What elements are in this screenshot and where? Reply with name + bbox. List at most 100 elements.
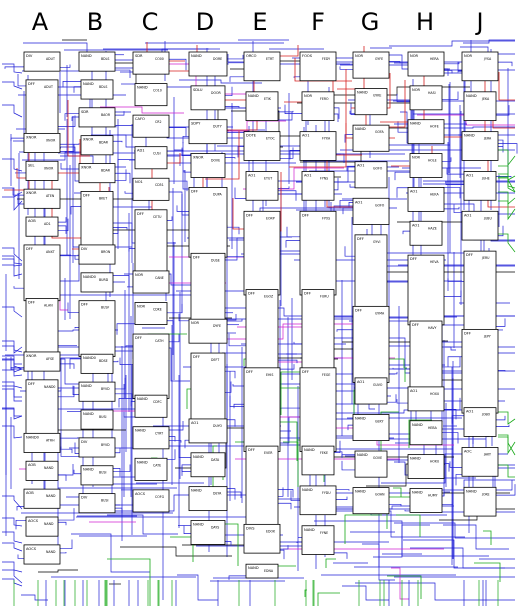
gate-type-label: XNOR [26, 354, 37, 358]
gate-type-label: AO1 [466, 173, 474, 177]
gate-type-label: NAND [81, 384, 92, 388]
wire [12, 188, 24, 196]
wire [2, 388, 22, 402]
wire [234, 187, 246, 199]
gate-name-label: ETOC [266, 137, 275, 141]
gate-name-label: DATA [211, 458, 220, 462]
gate-body [78, 107, 116, 128]
wire [342, 207, 353, 215]
gate-name-label: JOBO [481, 413, 491, 417]
wire [166, 153, 181, 164]
wire [362, 543, 395, 581]
wire [389, 503, 402, 507]
wire [496, 176, 512, 178]
gate-type-label: XNOR [26, 191, 37, 195]
wire [2, 561, 23, 573]
wire [336, 329, 353, 332]
gate-name-label: ANXT [46, 250, 55, 254]
wire [496, 424, 510, 427]
column-label-f: F [311, 8, 325, 36]
gate-body [461, 51, 499, 82]
gate-type-label: NAND [412, 423, 423, 427]
wire [396, 514, 421, 537]
gate-body [80, 465, 114, 486]
gate-type-label: NAND [83, 82, 94, 86]
wire [113, 140, 123, 143]
gate-body [188, 318, 228, 344]
wire [229, 395, 244, 407]
wire [389, 40, 515, 47]
gate-body [25, 516, 59, 537]
column-label-d: D [196, 8, 214, 36]
wire [498, 191, 516, 205]
gate-type-label: NAND [193, 523, 204, 527]
gate-type-label: NAND [302, 488, 313, 492]
wire [2, 104, 23, 118]
gate-type-label: SDLU [193, 88, 203, 92]
gate-body [463, 91, 497, 121]
gate-body [132, 333, 170, 399]
gate-body [299, 367, 337, 452]
gate-body [461, 328, 499, 414]
wire [119, 357, 133, 365]
wire [278, 359, 298, 364]
gate-type-label: AO1 [466, 410, 474, 414]
wire [107, 558, 151, 606]
wire [64, 113, 79, 121]
gate-name-label: COFG [155, 495, 165, 499]
gate-name-label: GEKY [375, 419, 383, 423]
wire [38, 569, 78, 573]
wire [2, 258, 23, 265]
wire [181, 464, 191, 476]
wire [169, 440, 182, 443]
gate-type-label: AO1 [355, 200, 363, 204]
gate-type-label: DFF [355, 308, 362, 312]
wire [444, 463, 450, 472]
gate-type-label: AO1 [464, 213, 472, 217]
gate-name-label: HERA [430, 57, 439, 61]
wire [2, 81, 23, 90]
column-label-g: G [361, 8, 380, 36]
gate-name-label: JUBU [483, 216, 492, 220]
wire [2, 495, 23, 510]
gate-name-label: BYVD [101, 443, 110, 447]
gate-name-label: DORE [213, 57, 222, 61]
gate-name-label: BDAR [99, 141, 109, 145]
gate-name-label: DUPA [213, 192, 223, 196]
gate-name-label: FERO [320, 97, 329, 101]
wire [442, 492, 454, 506]
gate-body [132, 489, 170, 513]
gate-name-label: GUVO [373, 383, 383, 387]
gate-type-label: NOR [137, 304, 146, 308]
wire [58, 115, 76, 127]
component-layer: DIVADUTDFFADUTXNORXNORSELXNORXNORATENAOB… [23, 51, 499, 579]
wire [225, 541, 232, 546]
wire [120, 546, 232, 557]
wire [498, 165, 516, 181]
gate-name-label: HOKU [430, 460, 440, 464]
wire [280, 545, 289, 550]
wire [58, 217, 67, 223]
gate-name-label: HUMY [428, 493, 437, 497]
wire [71, 533, 150, 573]
gate-body [80, 272, 114, 293]
gate-name-label: GYVI [373, 240, 380, 244]
gate-body [80, 409, 114, 430]
gate-name-label: CATE [153, 463, 161, 467]
gate-body [301, 91, 335, 121]
wire [431, 126, 515, 129]
gate-name-label: GYFE [375, 57, 383, 61]
gate-name-label: BUSI [99, 415, 107, 419]
gate-body [409, 220, 443, 246]
gate-name-label: HEVA [430, 260, 439, 264]
